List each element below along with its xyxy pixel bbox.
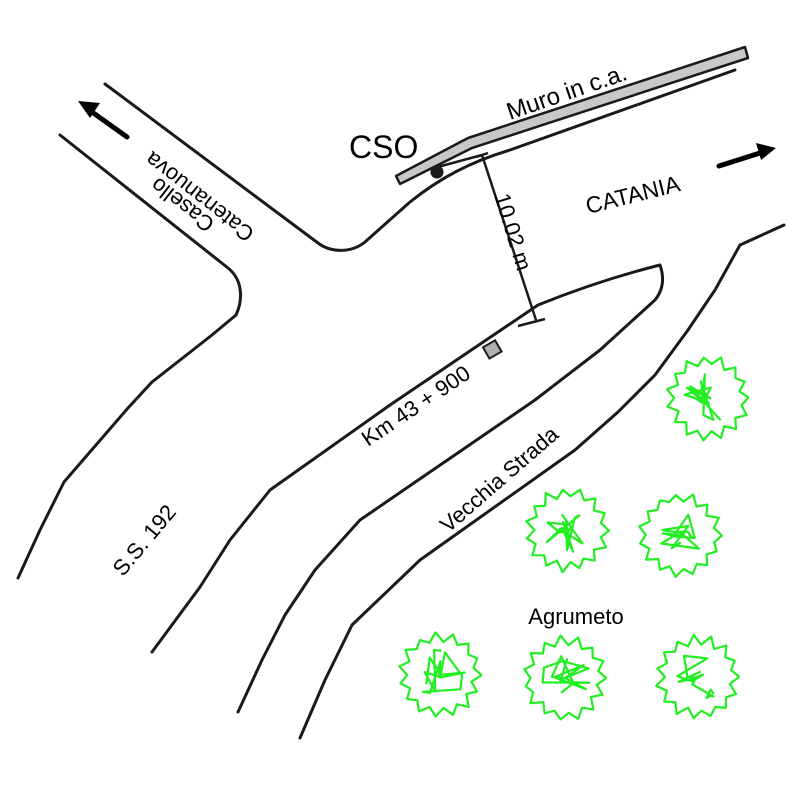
- tree-icon: [523, 634, 608, 721]
- manhole-icon: [430, 165, 444, 179]
- km-label: Km 43 + 900: [357, 360, 475, 451]
- tree-icon: [398, 631, 483, 718]
- road-edge-catenanuova-right: [103, 68, 737, 252]
- road-network: [16, 68, 786, 740]
- orchard-label: Agrumeto: [528, 604, 623, 629]
- tree-icon: [655, 633, 741, 720]
- tree-icon: [666, 356, 750, 442]
- ss192-label: S.S. 192: [108, 500, 181, 581]
- retaining-wall: [394, 45, 750, 186]
- old-road-label: Vecchia Strada: [435, 421, 564, 537]
- tree-icon: [525, 488, 611, 574]
- catania-label: CATANIA: [583, 170, 683, 219]
- arrow-icon-catenanuova: [78, 101, 130, 140]
- distance-dimension: [433, 151, 546, 328]
- road-edge-old-road-right: [298, 223, 786, 740]
- road-edge-median: [150, 263, 665, 714]
- orchard-trees: [398, 356, 750, 721]
- km-marker-icon: [481, 338, 503, 360]
- distance-label: 10.02 m: [490, 190, 537, 273]
- road-edge-catenanuova-left: [16, 133, 242, 580]
- cso-label: CSO: [349, 129, 418, 165]
- tree-icon: [638, 493, 724, 578]
- arrow-icon-catania: [716, 143, 776, 169]
